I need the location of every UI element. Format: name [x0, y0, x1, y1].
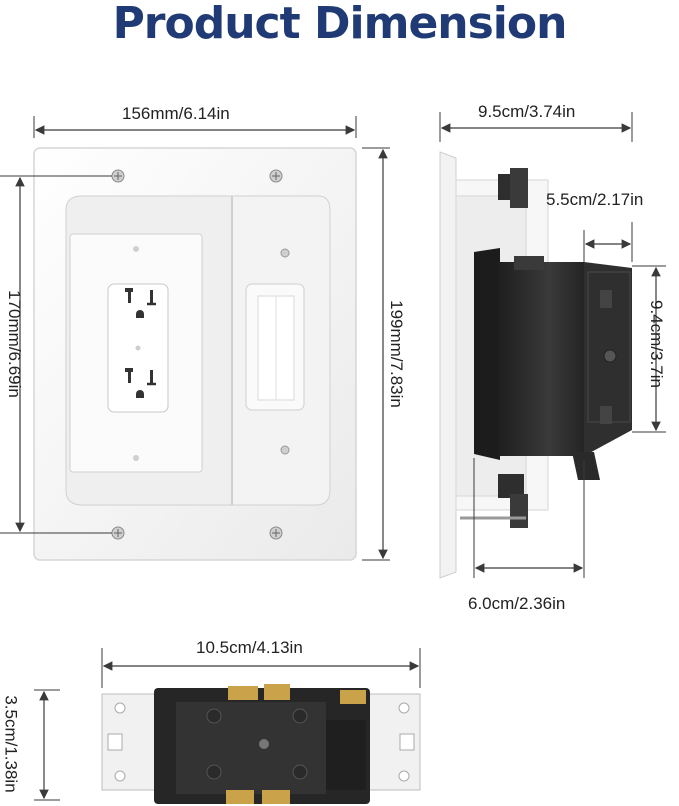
outlet-strap — [101, 693, 421, 791]
side-box-depth-label: 5.5cm/2.17in — [546, 190, 644, 209]
front-inner-height-label: 170mm/6.69in — [4, 290, 24, 398]
outlet-body — [154, 684, 370, 804]
side-box-height-label: 9.4cm/3.7in — [646, 300, 666, 388]
outlet-cover — [69, 233, 203, 473]
mounting-clamp — [460, 168, 528, 528]
side-total-depth-label: 9.5cm/3.74in — [478, 102, 576, 121]
electrical-box — [474, 248, 632, 480]
front-width-label: 156mm/6.14in — [122, 104, 230, 123]
side-flange-depth-label: 6.0cm/2.36in — [468, 594, 566, 613]
screw-icon — [111, 169, 283, 540]
outlet-width-label: 10.5cm/4.13in — [196, 638, 303, 657]
brush-passthrough — [245, 248, 305, 455]
outlet-depth-label: 3.5cm/1.38in — [1, 695, 21, 793]
page-title: Product Dimension — [112, 0, 568, 49]
front-height-label: 199mm/7.83in — [386, 300, 406, 408]
